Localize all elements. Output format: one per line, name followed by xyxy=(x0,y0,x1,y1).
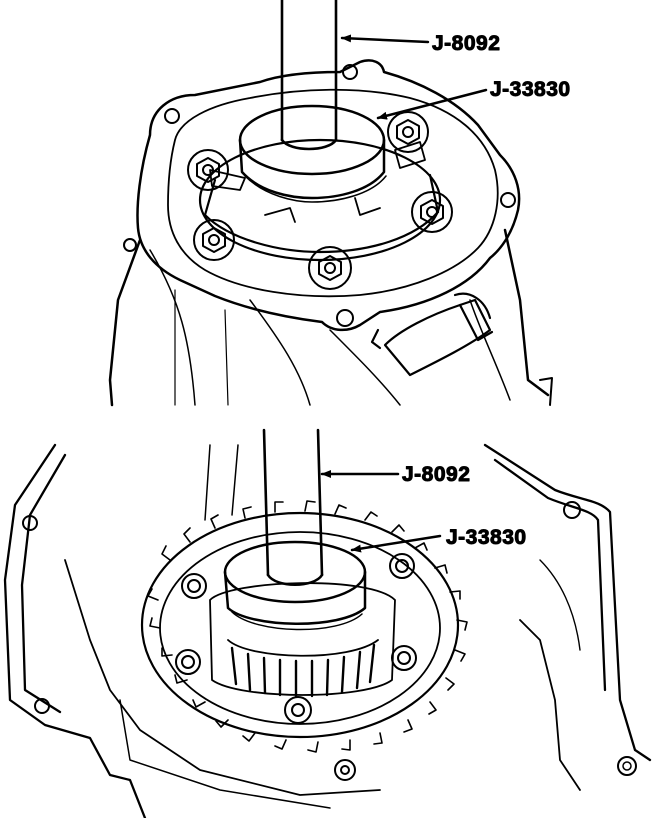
bolt-head xyxy=(175,649,201,675)
bolt-head xyxy=(411,191,453,233)
bolt-head xyxy=(387,111,429,153)
top-installer-cup xyxy=(238,104,387,203)
bolt-head xyxy=(389,553,415,579)
bottom-gear-ring xyxy=(140,500,468,753)
bolt-head xyxy=(193,219,235,261)
top-flange xyxy=(123,59,521,332)
gear-teeth xyxy=(147,500,468,753)
bottom-figure: J-8092 J-33830 xyxy=(3,428,652,818)
callout-label-j8092: J-8092 xyxy=(432,32,500,55)
bottom-bearing xyxy=(209,582,396,698)
callout-arrow xyxy=(340,34,430,44)
top-side-port xyxy=(370,292,494,377)
bolt-head xyxy=(181,573,207,599)
bottom-installer-cup xyxy=(223,540,367,631)
top-callouts: J-8092 J-33830 xyxy=(340,32,571,120)
bolt-head xyxy=(308,246,352,290)
callout-arrow xyxy=(376,88,488,120)
bottom-shaft xyxy=(262,428,324,586)
callout-label-j33830: J-33830 xyxy=(490,78,571,101)
top-figure: J-8092 J-33830 xyxy=(108,0,571,407)
top-shaft xyxy=(280,0,338,151)
top-bolts xyxy=(187,111,453,290)
bottom-callouts: J-8092 J-33830 xyxy=(320,463,527,553)
bolt-head xyxy=(187,149,229,191)
bottom-case-body xyxy=(3,443,652,818)
top-installer-base xyxy=(198,138,442,262)
callout-arrow xyxy=(350,534,442,553)
callout-label-j8092: J-8092 xyxy=(402,463,470,486)
callout-label-j33830: J-33830 xyxy=(446,526,527,549)
bolt-head xyxy=(391,645,417,671)
bolt-head xyxy=(334,759,356,781)
bolt-head xyxy=(284,696,312,724)
